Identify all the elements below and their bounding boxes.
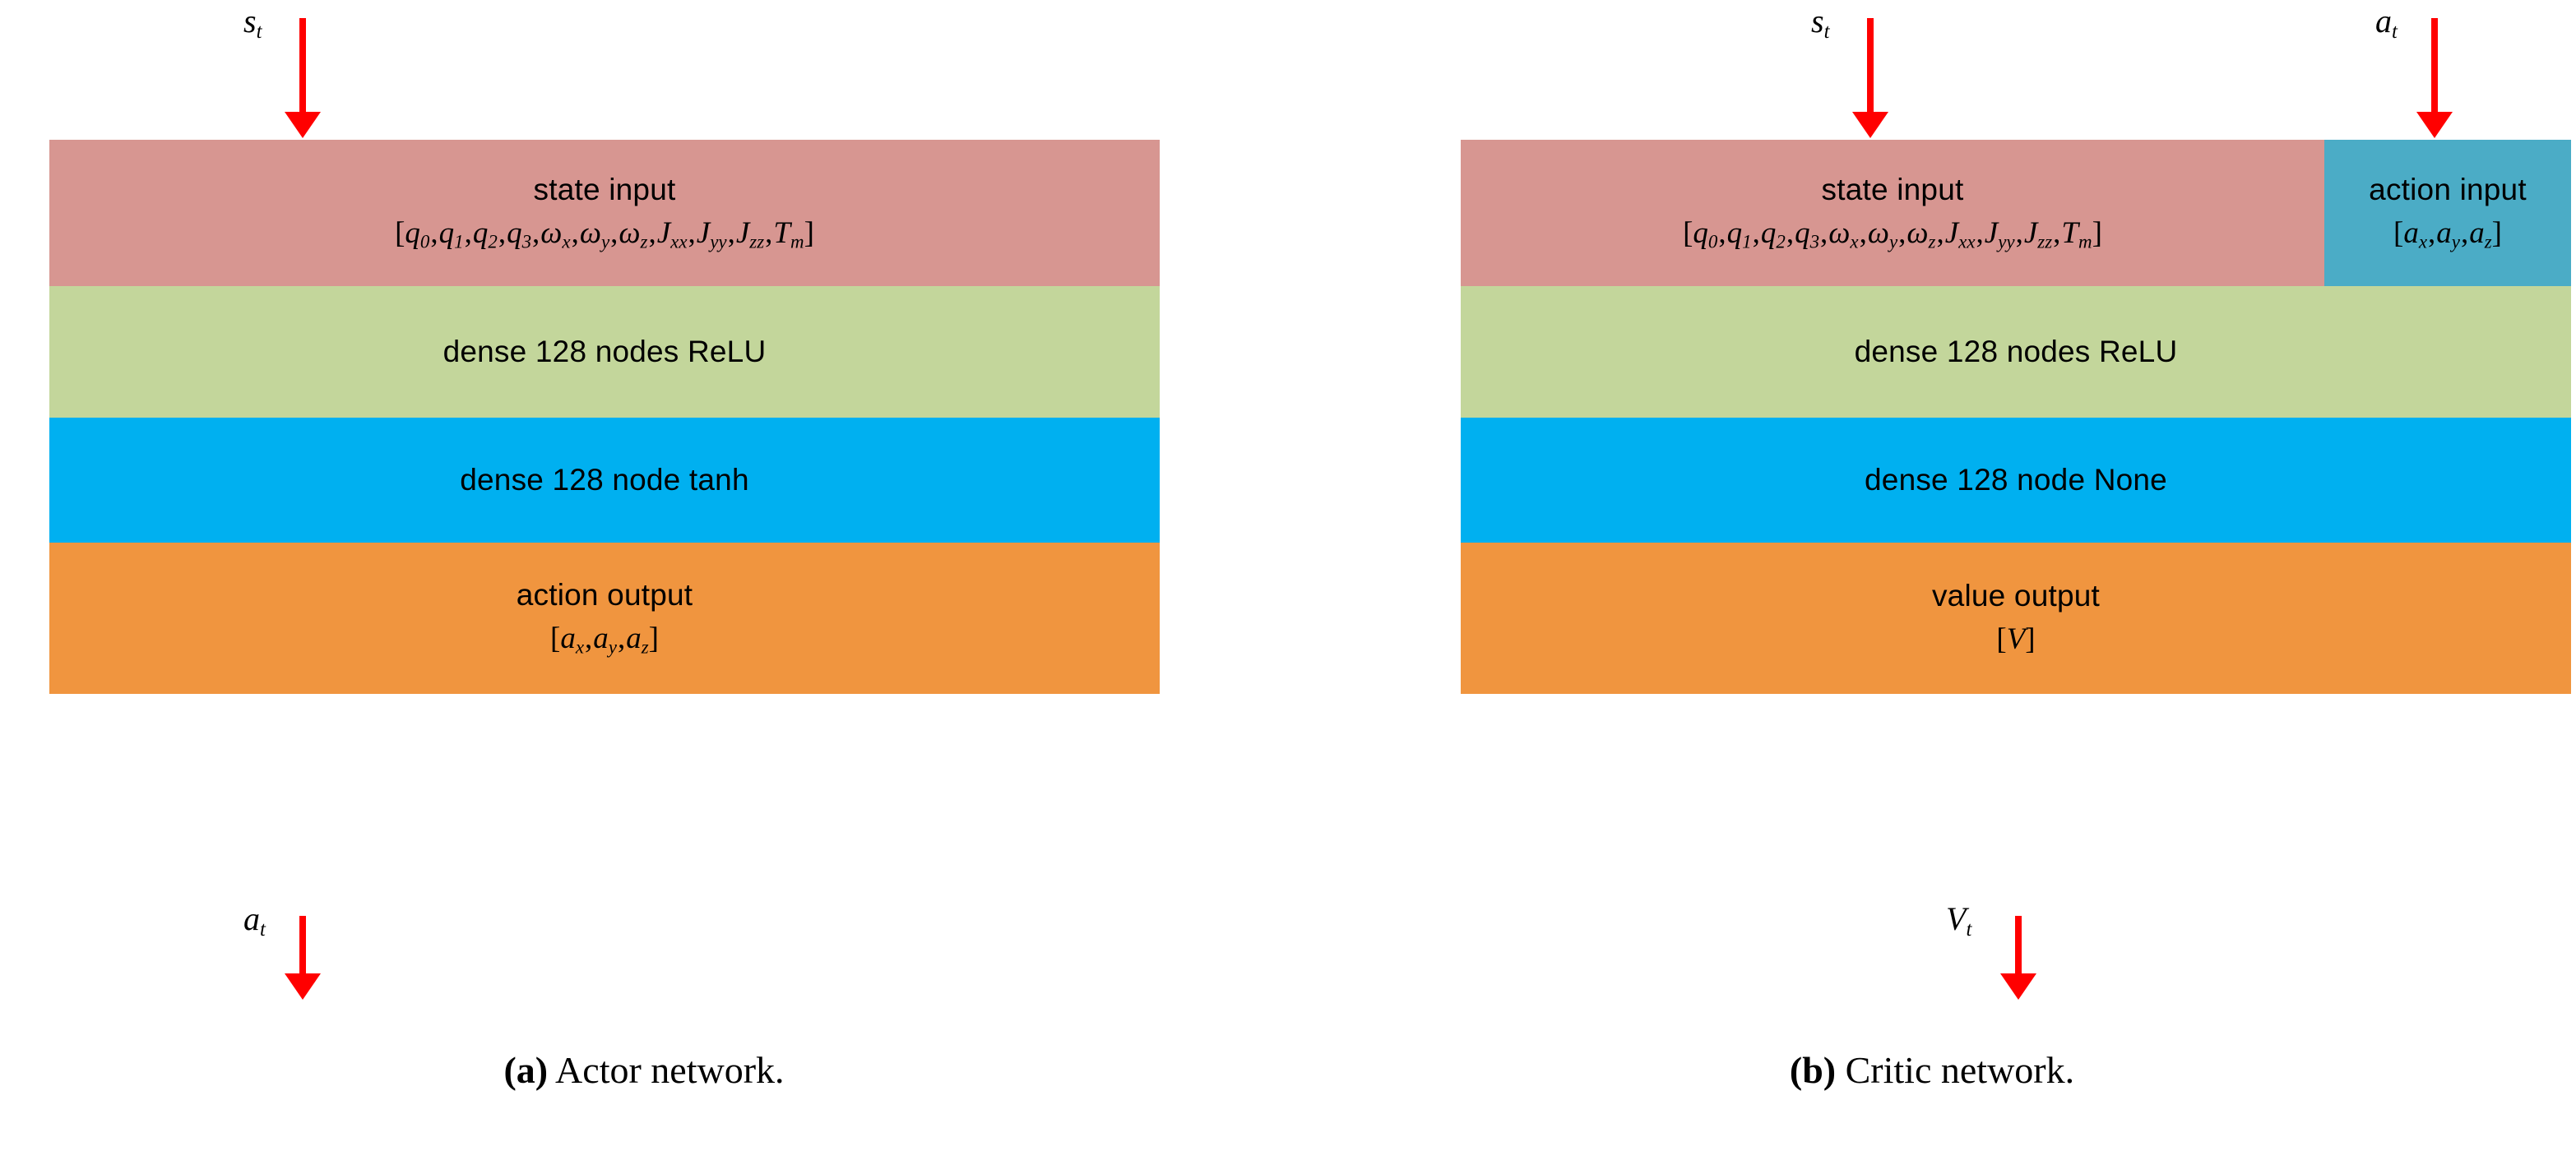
actor-action-output-arrow-label: at [243,899,266,941]
arrow-label-symbol: a [2375,2,2392,39]
actor-state-input-arrow-label: st [243,2,262,44]
arrow-label-symbol: V [1946,900,1967,937]
actor-action-output-block: action output [ax,ay,az] [49,543,1160,694]
actor-state-input-arrow [299,18,306,113]
critic-value-output-arrow-label: Vt [1946,899,1971,941]
critic-value-output-vector: [V] [1996,622,2036,656]
actor-action-output-title: action output [516,577,693,612]
critic-network-panel: st at state input [q0,q1,q2,q3,ωx,ωy,ωz,… [1288,0,2576,1151]
actor-caption: (a) Actor network. [0,1048,1288,1092]
critic-action-input-arrow [2431,18,2438,113]
critic-hidden-layer-2-title: dense 128 node None [1865,462,2167,497]
actor-network-panel: st state input [q0,q1,q2,q3,ωx,ωy,ωz,Jxx… [0,0,1288,1151]
actor-caption-text: Actor network. [548,1049,785,1091]
critic-state-input-title: state input [1821,172,1964,206]
actor-state-input-block: state input [q0,q1,q2,q3,ωx,ωy,ωz,Jxx,Jy… [49,140,1160,286]
actor-action-output-arrow [299,916,306,975]
critic-value-output-block: value output [V] [1461,543,2571,694]
critic-value-output-arrow [2015,916,2022,975]
actor-caption-tag: (a) [503,1049,549,1091]
actor-hidden-layer-2-title: dense 128 node tanh [460,462,749,497]
critic-state-input-arrow [1867,18,1874,113]
critic-state-input-block: state input [q0,q1,q2,q3,ωx,ωy,ωz,Jxx,Jy… [1461,140,2324,286]
arrow-label-symbol: s [1811,2,1824,39]
actor-hidden-layer-2: dense 128 node tanh [49,418,1160,543]
actor-state-input-vector: [q0,q1,q2,q3,ωx,ωy,ωz,Jxx,Jyy,Jzz,Tm] [395,215,814,252]
arrow-label-symbol: a [243,900,260,937]
actor-hidden-layer-1-title: dense 128 nodes ReLU [442,334,767,368]
critic-caption-tag: (b) [1789,1049,1837,1091]
critic-input-row: state input [q0,q1,q2,q3,ωx,ωy,ωz,Jxx,Jy… [1461,140,2571,286]
actor-layer-stack: state input [q0,q1,q2,q3,ωx,ωy,ωz,Jxx,Jy… [49,140,1160,694]
critic-hidden-layer-2: dense 128 node None [1461,418,2571,543]
arrow-label-subscript: t [1823,20,1830,43]
critic-value-output-title: value output [1931,579,2100,613]
critic-caption-text: Critic network. [1836,1049,2075,1091]
critic-action-input-block: action input [ax,ay,az] [2324,140,2571,286]
critic-hidden-layer-1: dense 128 nodes ReLU [1461,286,2571,418]
critic-caption: (b) Critic network. [1288,1048,2576,1092]
critic-action-input-vector: [ax,ay,az] [2393,215,2502,252]
critic-hidden-layer-1-title: dense 128 nodes ReLU [1854,334,2178,368]
arrow-label-symbol: s [243,2,257,39]
critic-action-input-title: action input [2369,172,2527,206]
actor-action-output-vector: [ax,ay,az] [550,621,659,658]
critic-state-input-vector: [q0,q1,q2,q3,ωx,ωy,ωz,Jxx,Jyy,Jzz,Tm] [1683,215,2102,252]
critic-action-input-arrow-label: at [2375,2,2398,44]
arrow-label-subscript: t [256,20,262,43]
arrow-label-subscript: t [2392,20,2398,43]
critic-state-input-arrow-label: st [1811,2,1829,44]
arrow-label-subscript: t [260,918,266,941]
actor-state-input-title: state input [533,172,676,206]
actor-hidden-layer-1: dense 128 nodes ReLU [49,286,1160,418]
arrow-label-subscript: t [1966,918,1972,941]
critic-layer-stack: state input [q0,q1,q2,q3,ωx,ωy,ωz,Jxx,Jy… [1461,140,2571,694]
